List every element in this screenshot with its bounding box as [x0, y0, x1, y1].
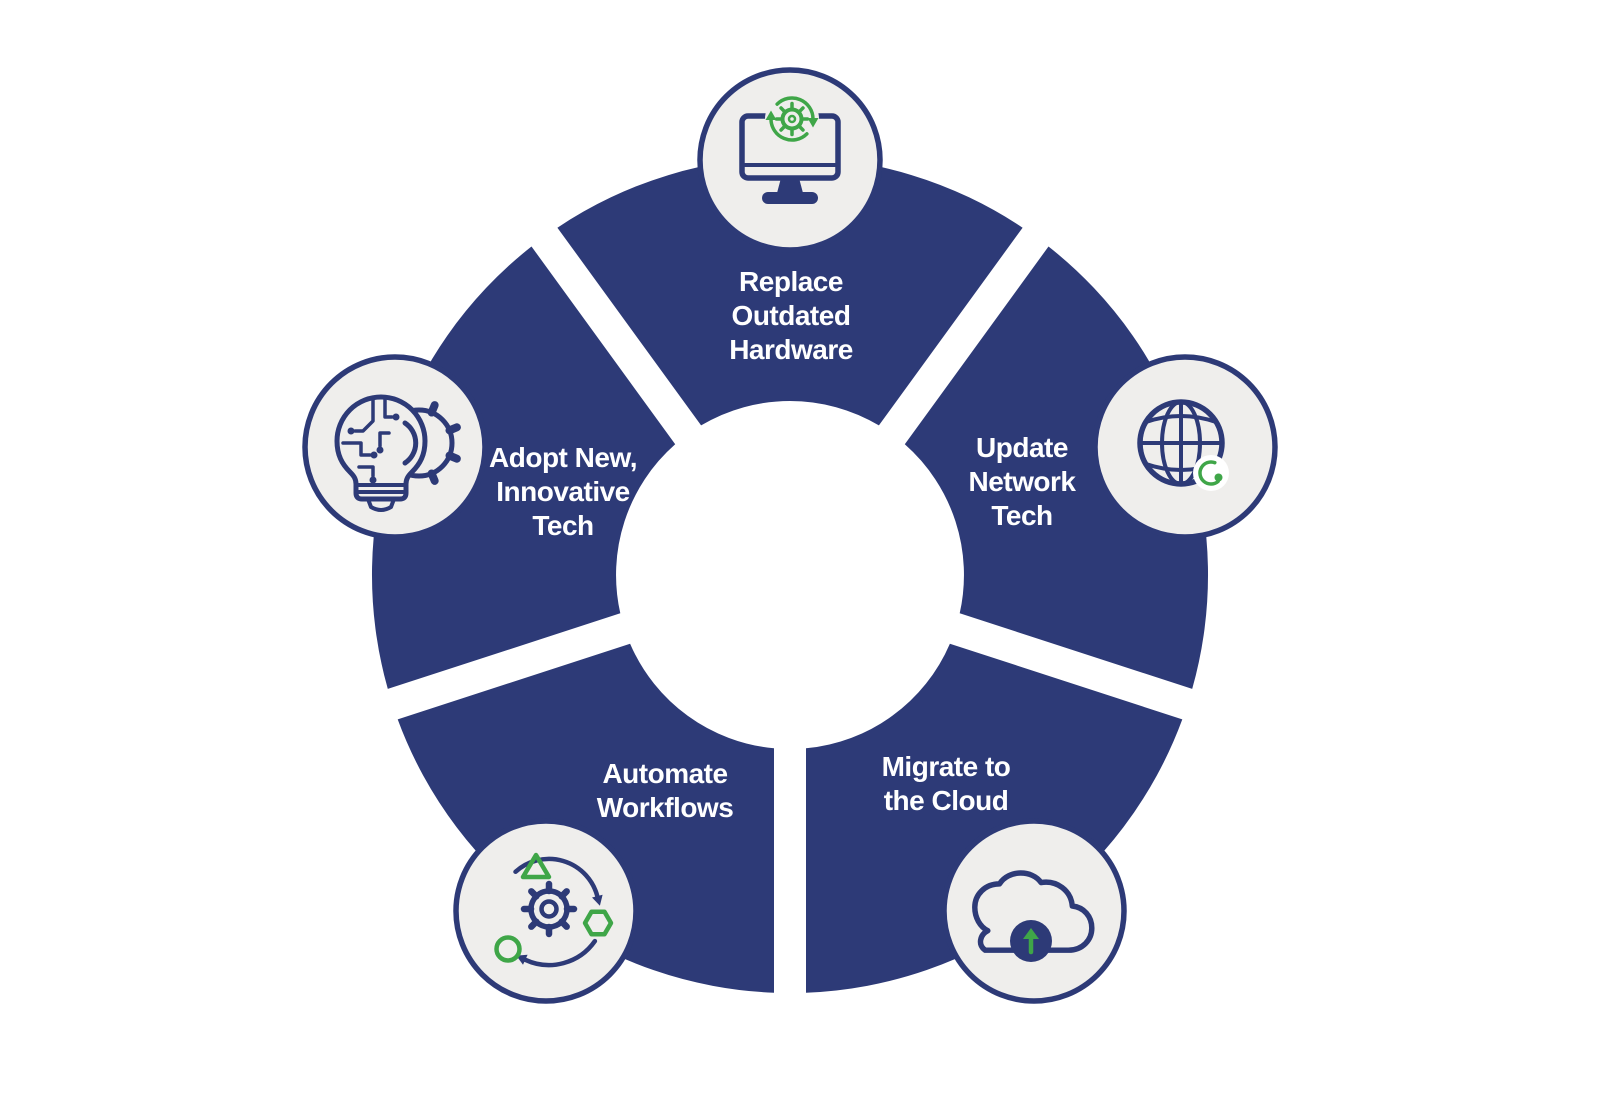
- label-line: Automate: [602, 758, 728, 789]
- label-line: Network: [968, 466, 1076, 497]
- segment-replace-outdated-hardware: [557, 157, 1023, 426]
- bulb-tip: [366, 497, 396, 512]
- label-line: Innovative: [496, 476, 630, 507]
- circuit-traces: [341, 396, 394, 478]
- label-line: Adopt New,: [489, 442, 637, 473]
- label-line: Hardware: [729, 334, 853, 365]
- label-line: Tech: [532, 510, 594, 541]
- label-replace-outdated-hardware: Replace Outdated Hardware: [729, 265, 853, 367]
- label-update-network-tech: Update Network Tech: [969, 431, 1076, 533]
- hexagon-shape: [582, 909, 614, 937]
- label-line: the Cloud: [883, 785, 1009, 816]
- globe-refresh-icon: [1137, 399, 1229, 491]
- segment-update-network-tech: [904, 246, 1209, 689]
- label-migrate-to-the-cloud: Migrate to the Cloud: [882, 750, 1011, 818]
- circuit-nodes: [347, 413, 400, 484]
- triangle-shape: [520, 852, 552, 880]
- segment-adopt-new-innovative-tech: [371, 246, 676, 689]
- label-line: Workflows: [596, 792, 734, 823]
- cloud-upload-icon: [972, 870, 1095, 962]
- monitor-gear-icon: [739, 92, 841, 204]
- sync-gear-glyph: [765, 96, 819, 142]
- circle-shape: [494, 935, 522, 963]
- cycle-arrow-top: [513, 856, 600, 899]
- icon-circle-right: [1092, 354, 1278, 540]
- process-gear-glyph: [520, 880, 578, 938]
- label-line: Outdated: [731, 300, 851, 331]
- label-adopt-new-innovative-tech: Adopt New, Innovative Tech: [489, 441, 637, 543]
- segment-migrate-to-the-cloud: [806, 643, 1183, 993]
- label-automate-workflows: Automate Workflows: [597, 757, 734, 825]
- label-line: Migrate to: [881, 751, 1011, 782]
- label-line: Update: [976, 432, 1068, 463]
- bulb-circuit-gear-icon: [334, 394, 461, 512]
- icon-circle-bottom-left: [453, 818, 639, 1004]
- cycle-arrow-bottom: [523, 938, 598, 968]
- segment-automate-workflows: [397, 643, 774, 993]
- icon-circle-bottom-right: [941, 818, 1127, 1004]
- label-line: Tech: [991, 500, 1053, 531]
- donut-ring: [371, 157, 1209, 993]
- automation-gear-icon: [494, 852, 614, 968]
- label-line: Replace: [739, 266, 843, 297]
